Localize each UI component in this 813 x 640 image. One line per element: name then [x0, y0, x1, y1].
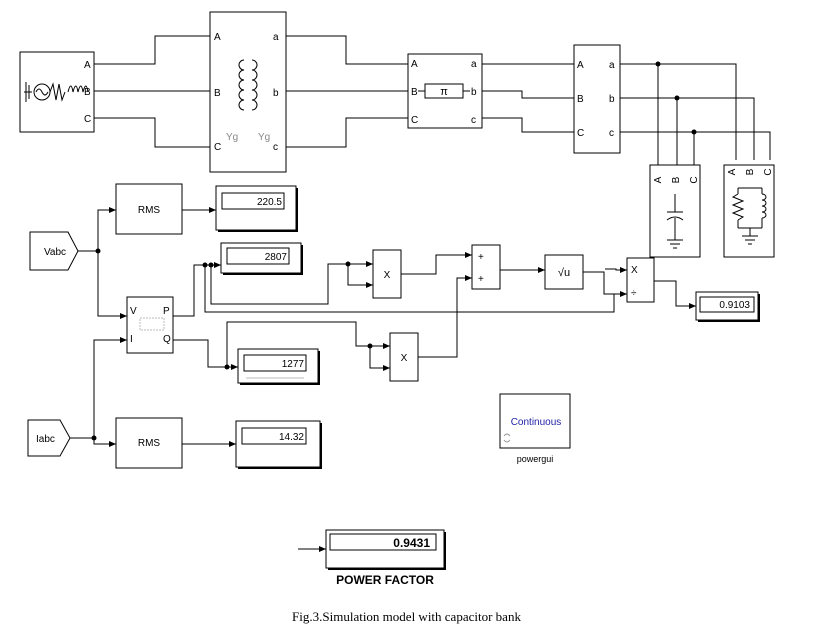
powergui-mode: Continuous	[511, 417, 562, 428]
rl-port-a: A	[727, 168, 738, 175]
display-reactive-power-value: 1277	[282, 359, 305, 370]
pq-out-q: Q	[163, 334, 171, 345]
display-pf-computed-value: 0.9103	[719, 300, 750, 311]
rl-port-c: C	[763, 168, 774, 175]
pq-out-p: P	[163, 306, 170, 317]
meas-out-a: a	[609, 60, 615, 71]
pq-in-i: I	[130, 334, 133, 345]
pi-out-c: c	[471, 115, 476, 126]
meas-in-b: B	[577, 94, 584, 105]
sum-sign-2: +	[478, 274, 484, 285]
powergui-name: powergui	[517, 454, 554, 464]
xfmr-in-a: A	[214, 32, 221, 43]
display-current-rms-value: 14.32	[279, 432, 304, 443]
pi-out-a: a	[471, 59, 477, 70]
capacitor-bank-block[interactable]: A B C	[649, 164, 701, 258]
vabc-tag[interactable]: Vabc	[29, 231, 79, 271]
xfmr-in-b: B	[214, 88, 221, 99]
measurement-block[interactable]: A B C a b c	[573, 44, 621, 154]
meas-out-c: c	[609, 128, 614, 139]
multiplier-p-block[interactable]: X	[372, 249, 402, 299]
xfmr-primary-label: Yg	[226, 132, 238, 143]
display-pf-computed: 0.9103	[695, 291, 760, 322]
mult1-label: X	[384, 270, 391, 281]
display-voltage-rms-value: 220.5	[257, 197, 282, 208]
cap-port-b: B	[671, 176, 682, 183]
display-active-power: 2807	[220, 242, 303, 275]
rms-voltage-label: RMS	[138, 205, 161, 216]
transformer-block[interactable]: A B C a b c Yg Yg	[209, 11, 287, 173]
xfmr-out-c: c	[273, 142, 278, 153]
display-voltage-rms: 220.5	[215, 185, 298, 232]
meas-out-b: b	[609, 94, 615, 105]
mult2-label: X	[401, 353, 408, 364]
display-power-factor: 0.9431	[325, 529, 446, 570]
figure-caption: Fig.3.Simulation model with capacitor ba…	[292, 609, 521, 624]
pi-in-b: B	[411, 87, 418, 98]
iabc-tag[interactable]: Iabc	[27, 419, 71, 457]
meas-in-c: C	[577, 128, 584, 139]
source-port-c: C	[84, 114, 91, 125]
iabc-tag-label: Iabc	[36, 434, 55, 445]
pq-in-v: V	[130, 306, 137, 317]
three-phase-source-block[interactable]: A B C	[19, 51, 95, 133]
sum-sign-1: +	[478, 252, 484, 263]
sqrt-label: √u	[558, 267, 570, 279]
power-pq-block[interactable]: V I P Q	[126, 296, 174, 354]
pi-out-b: b	[471, 87, 477, 98]
pi-in-a: A	[411, 59, 418, 70]
xfmr-in-c: C	[214, 142, 221, 153]
xfmr-out-b: b	[273, 88, 279, 99]
divide-div-symbol: ÷	[631, 288, 637, 299]
power-wires	[94, 35, 771, 165]
divide-mult-symbol: X	[631, 265, 638, 276]
display-current-rms: 14.32	[235, 420, 322, 469]
rms-current-block[interactable]: RMS	[115, 417, 183, 469]
multiplier-q-block[interactable]: X	[389, 332, 419, 382]
display-reactive-power: 1277	[237, 348, 320, 385]
pi-symbol: π	[440, 86, 448, 98]
cap-port-a: A	[653, 176, 664, 183]
pi-in-c: C	[411, 115, 418, 126]
source-port-a: A	[84, 60, 91, 71]
display-power-factor-value: 0.9431	[393, 536, 430, 550]
cap-port-c: C	[689, 176, 700, 183]
signal-wires	[70, 207, 696, 552]
xfmr-secondary-label: Yg	[258, 132, 270, 143]
power-factor-label: POWER FACTOR	[336, 573, 434, 587]
sum-block[interactable]: + +	[471, 244, 501, 290]
link-icon	[503, 433, 511, 443]
meas-in-a: A	[577, 60, 584, 71]
rl-load-block[interactable]: A B C	[723, 164, 775, 258]
display-active-power-value: 2807	[265, 252, 288, 263]
rms-voltage-block[interactable]: RMS	[115, 183, 183, 235]
pi-line-block[interactable]: A B C a b c π	[407, 53, 483, 129]
source-port-b: B	[84, 87, 91, 98]
divide-block[interactable]: X ÷	[626, 257, 655, 303]
rl-port-b: B	[745, 168, 756, 175]
rms-current-label: RMS	[138, 438, 161, 449]
xfmr-out-a: a	[273, 32, 279, 43]
vabc-tag-label: Vabc	[44, 247, 66, 258]
sqrt-block[interactable]: √u	[544, 254, 584, 290]
powergui-block[interactable]: Continuous powergui	[499, 393, 571, 464]
